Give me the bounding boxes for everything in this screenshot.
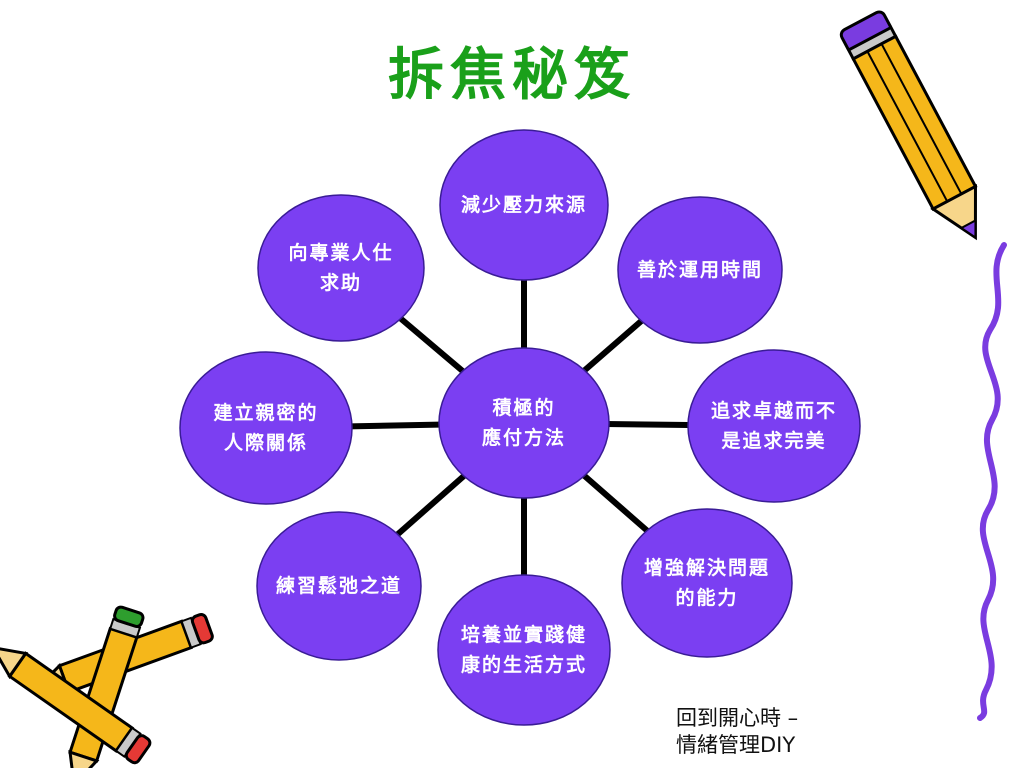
footer-note: 回到開心時 – 情緒管理DIY <box>676 705 798 759</box>
node-circle-healthy-lifestyle <box>437 574 611 726</box>
footer-line2: 情緒管理DIY <box>676 733 796 757</box>
center-node-circle <box>438 347 610 499</box>
footer-line1: 回到開心時 – <box>676 706 799 730</box>
node-circle-problem-solving <box>621 508 793 658</box>
node-circle-pursue-excellence <box>687 349 861 503</box>
node-circle-time-management <box>617 196 783 344</box>
node-circle-relationships <box>179 351 353 505</box>
node-circle-professional-help <box>257 194 425 342</box>
nodes <box>179 129 861 726</box>
node-circle-reduce-stress <box>439 129 609 281</box>
slide-title: 拆焦秘笈 <box>388 42 636 108</box>
node-circle-relaxation <box>256 511 422 661</box>
